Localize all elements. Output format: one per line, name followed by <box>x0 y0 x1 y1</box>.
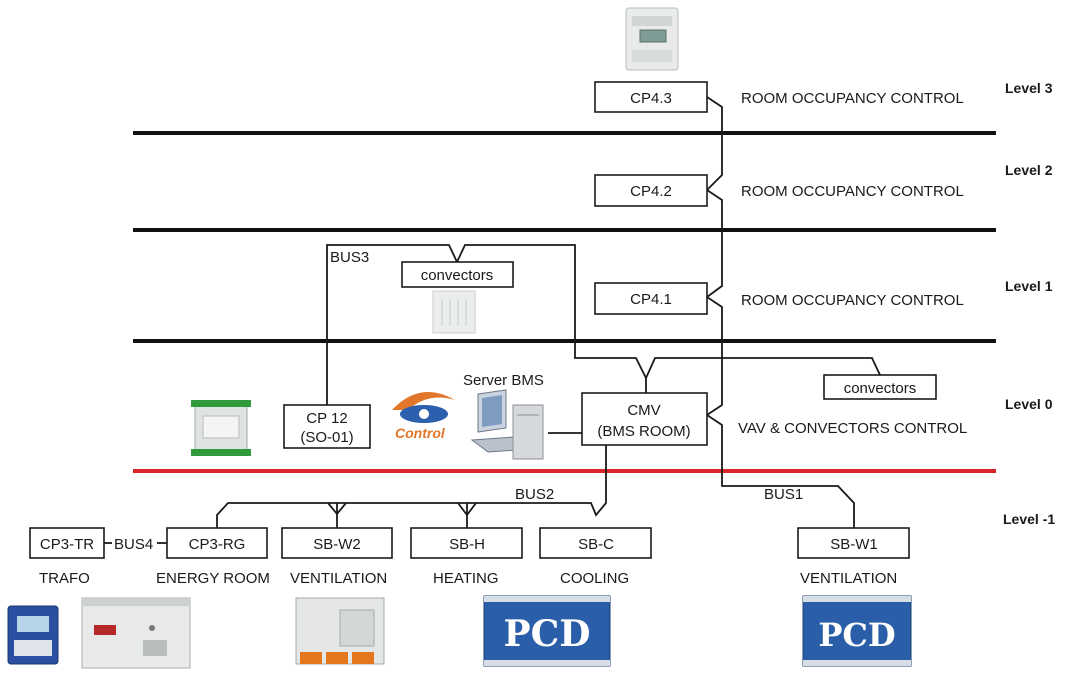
server-bms-label: Server BMS <box>463 372 544 389</box>
svg-text:CP3-TR: CP3-TR <box>40 536 94 553</box>
svg-text:convectors: convectors <box>421 267 494 284</box>
bus1-label: BUS1 <box>764 486 803 503</box>
bus3-line <box>326 244 881 405</box>
node-cp12: CP 12 (SO-01) <box>283 404 371 449</box>
svg-text:SB-W2: SB-W2 <box>313 536 361 553</box>
level-label-minus1: Level -1 <box>1003 511 1055 527</box>
io-module-icon <box>191 400 251 456</box>
bus2-drop-sbh-tick <box>457 502 477 517</box>
bus2-line <box>216 444 607 528</box>
level-label-0: Level 0 <box>1005 396 1053 412</box>
node-sbw1: SB-W1 <box>797 527 910 559</box>
desc-level2: ROOM OCCUPANCY CONTROL <box>741 183 964 200</box>
server-bms-icon <box>470 389 544 460</box>
svg-text:Control: Control <box>395 425 446 441</box>
node-cp41: CP4.1 <box>594 282 708 315</box>
level-label-2: Level 2 <box>1005 162 1053 178</box>
room-controller-device-icon <box>625 7 679 71</box>
svg-text:SB-C: SB-C <box>578 536 614 553</box>
desc-level1: ROOM OCCUPANCY CONTROL <box>741 292 964 309</box>
convector-unit-icon <box>432 290 476 334</box>
pcd-controller-icon-1: PCD <box>483 595 611 667</box>
svg-text:PCD: PCD <box>818 616 895 654</box>
node-sbh: SB-H <box>410 527 523 559</box>
level-label-1: Level 1 <box>1005 278 1053 294</box>
bus1-riser <box>705 96 855 528</box>
caption-trafo: TRAFO <box>39 570 90 587</box>
node-cp3rg: CP3-RG <box>166 527 268 559</box>
pcd-controller-icon-2: PCD <box>802 595 912 667</box>
svg-text:CP3-RG: CP3-RG <box>189 536 246 553</box>
trafo-meter-icon <box>7 605 59 665</box>
node-convectors-l1: convectors <box>401 261 514 288</box>
node-sbc: SB-C <box>539 527 652 559</box>
svg-text:convectors: convectors <box>844 380 917 397</box>
node-sbw2: SB-W2 <box>281 527 393 559</box>
node-cp43: CP4.3 <box>594 81 708 113</box>
node-cmv: CMV (BMS ROOM) <box>581 392 708 446</box>
caption-heating: HEATING <box>433 570 499 587</box>
node-convectors-l0: convectors <box>823 374 937 400</box>
ventilation-controller-icon <box>295 597 385 665</box>
caption-ventilation-2: VENTILATION <box>800 570 897 587</box>
svg-text:(BMS ROOM): (BMS ROOM) <box>597 423 690 440</box>
svg-text:PCD: PCD <box>504 613 591 655</box>
svg-text:CP4.3: CP4.3 <box>630 90 672 107</box>
desc-level0: VAV & CONVECTORS CONTROL <box>738 420 967 437</box>
svg-text:(SO-01): (SO-01) <box>300 429 353 446</box>
svg-text:CP 12: CP 12 <box>306 410 347 427</box>
caption-energy-room: ENERGY ROOM <box>156 570 270 587</box>
svg-text:CMV: CMV <box>627 402 660 419</box>
bus4-label: BUS4 <box>114 536 153 553</box>
control-logo-icon: Control <box>392 392 455 441</box>
level-label-3: Level 3 <box>1005 80 1053 96</box>
caption-cooling: COOLING <box>560 570 629 587</box>
desc-level3: ROOM OCCUPANCY CONTROL <box>741 90 964 107</box>
caption-ventilation-1: VENTILATION <box>290 570 387 587</box>
bus2-drop-sbw2-tick <box>327 502 347 516</box>
bus3-label: BUS3 <box>330 249 369 266</box>
node-cp3tr: CP3-TR <box>29 527 105 559</box>
node-cp42: CP4.2 <box>594 174 708 207</box>
svg-text:CP4.2: CP4.2 <box>630 183 672 200</box>
bus2-label: BUS2 <box>515 486 554 503</box>
svg-text:SB-H: SB-H <box>449 536 485 553</box>
svg-text:CP4.1: CP4.1 <box>630 291 672 308</box>
svg-text:SB-W1: SB-W1 <box>830 536 878 553</box>
energy-room-controller-icon <box>81 597 191 669</box>
